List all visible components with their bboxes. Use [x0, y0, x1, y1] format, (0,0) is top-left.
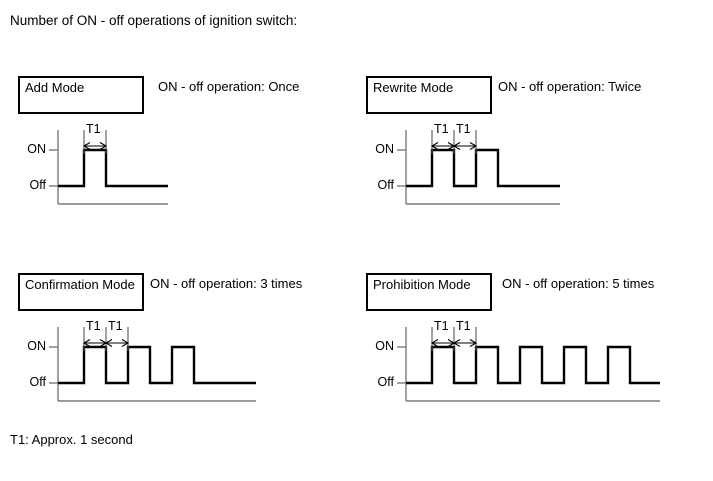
operation-count-text: ON - off operation: 5 times [502, 276, 655, 291]
mode-name-label: Prohibition Mode [373, 277, 471, 292]
off-level-label: Off [29, 178, 46, 192]
footnote-t1-definition: T1: Approx. 1 second [10, 432, 133, 447]
dimension-arrowhead-left [452, 339, 461, 347]
t1-dimension-label: T1 [434, 319, 449, 333]
dimension-arrowhead-left [82, 339, 91, 347]
on-level-label: ON [375, 142, 394, 156]
waveform-trace [406, 148, 560, 188]
mode-name-box: Rewrite Mode [366, 76, 492, 114]
t1-dimension-label: T1 [86, 122, 101, 136]
mode-name-label: Confirmation Mode [25, 277, 135, 292]
on-level-label: ON [27, 142, 46, 156]
waveform-trace [406, 345, 660, 385]
dimension-arrowhead-left [104, 339, 113, 347]
mode-name-box: Confirmation Mode [18, 273, 144, 311]
mode-name-box: Prohibition Mode [366, 273, 492, 311]
mode-name-label: Rewrite Mode [373, 80, 454, 95]
off-level-label: Off [377, 178, 394, 192]
waveform-svg [397, 327, 660, 402]
on-level-label: ON [375, 339, 394, 353]
t1-dimension-label: T1 [434, 122, 449, 136]
mode-name-label: Add Mode [25, 80, 85, 95]
waveform-svg [397, 130, 560, 205]
waveform-svg [49, 130, 168, 205]
dimension-arrowhead-left [452, 142, 461, 150]
waveform-diagram: ON Off T1 [18, 122, 168, 210]
t1-dimension-label: T1 [108, 319, 123, 333]
mode-name-box: Add Mode [18, 76, 144, 114]
waveform-diagram: ON Off T1 T1 [18, 319, 256, 407]
dimension-arrowhead-left [430, 142, 439, 150]
off-level-label: Off [29, 375, 46, 389]
page-title: Number of ON - off operations of ignitio… [10, 13, 298, 28]
waveform-diagram: ON Off T1 T1 [366, 319, 692, 407]
dimension-arrowhead-right [469, 142, 478, 150]
waveform-trace [58, 148, 168, 188]
dimension-arrowhead-right [121, 339, 130, 347]
waveform-svg [49, 327, 256, 402]
t1-dimension-label: T1 [456, 122, 471, 136]
t1-dimension-label: T1 [86, 319, 101, 333]
operation-count-text: ON - off operation: Twice [498, 79, 642, 94]
dimension-arrowhead-left [82, 142, 91, 150]
dimension-arrowhead-left [430, 339, 439, 347]
on-level-label: ON [27, 339, 46, 353]
off-level-label: Off [377, 375, 394, 389]
operation-count-text: ON - off operation: Once [158, 79, 300, 94]
operation-count-text: ON - off operation: 3 times [150, 276, 303, 291]
dimension-arrowhead-right [99, 142, 108, 150]
waveform-diagram: ON Off T1 T1 [366, 122, 560, 210]
dimension-arrowhead-right [469, 339, 478, 347]
waveform-trace [58, 345, 256, 385]
t1-dimension-label: T1 [456, 319, 471, 333]
